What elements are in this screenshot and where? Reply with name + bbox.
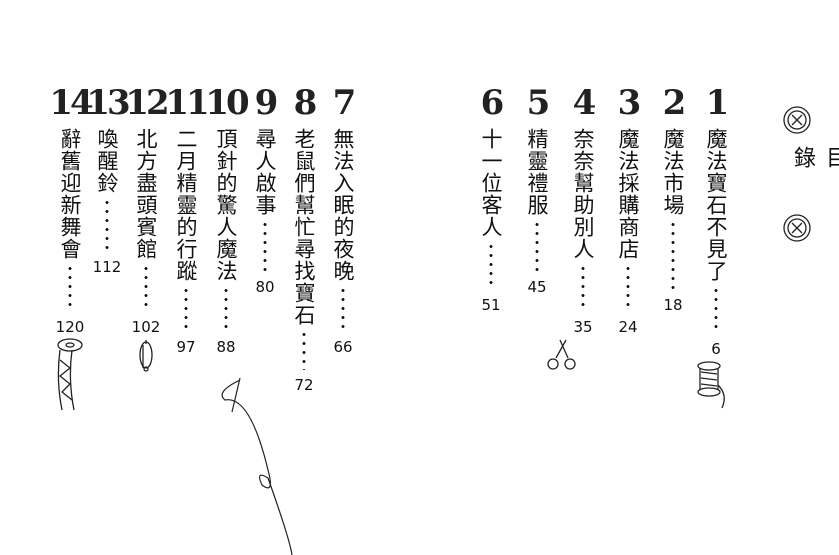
page-number: 120	[55, 318, 85, 336]
toc-entry-12[interactable]: 12 北方盡頭賓館 102	[125, 86, 169, 506]
page-number: 51	[481, 296, 501, 314]
safety-pin-icon	[139, 340, 153, 372]
chapter-number: 8	[293, 83, 318, 123]
page-number: 66	[333, 338, 353, 356]
page-number: 80	[255, 278, 275, 296]
chapter-title: 精靈禮服	[525, 128, 549, 216]
leader-dots	[581, 264, 585, 312]
chapter-number: 3	[617, 83, 642, 123]
toc-entry-8[interactable]: 8 老鼠們幫忙尋找寶石 72	[284, 86, 324, 506]
chapter-number: 1	[705, 83, 730, 123]
chapter-number: 7	[332, 83, 357, 123]
page-number: 112	[92, 258, 122, 276]
scissors-icon	[547, 339, 576, 370]
chapter-title: 魔法寶石不見了	[704, 128, 728, 282]
leader-dots	[535, 220, 539, 272]
chapter-title: 十一位客人	[479, 128, 503, 238]
leader-dots	[341, 286, 345, 332]
leader-dots	[144, 264, 148, 312]
chapter-title: 喚醒鈴	[95, 128, 119, 194]
toc-entry-10[interactable]: 10 頂針的驚人魔法 88	[205, 86, 249, 506]
toc-entry-5[interactable]: 5 精靈禮服 45	[517, 86, 557, 506]
leader-dots	[105, 198, 109, 252]
page-number: 102	[131, 318, 161, 336]
leader-dots	[302, 330, 306, 370]
chapter-title: 魔法採購商店	[616, 128, 640, 260]
thread-spool-icon	[697, 361, 725, 409]
chapter-number: 14	[49, 83, 93, 123]
leader-dots	[714, 286, 718, 334]
page-number: 18	[663, 296, 683, 314]
page-number: 97	[176, 338, 196, 356]
ribbon-spool-icon	[57, 338, 83, 411]
chapter-title: 魔法市場	[661, 128, 685, 216]
toc-entry-13[interactable]: 13 喚醒鈴 112	[86, 86, 130, 506]
toc-title: 目錄	[790, 146, 839, 180]
chapter-number: 2	[662, 83, 687, 123]
chapter-number: 11	[165, 83, 209, 123]
chapter-number: 10	[205, 83, 249, 123]
page-number: 35	[573, 318, 593, 336]
page-number: 88	[216, 338, 236, 356]
leader-dots	[224, 286, 228, 332]
chapter-number: 12	[125, 83, 169, 123]
toc-entry-1[interactable]: 1 魔法寶石不見了 6	[696, 86, 736, 506]
needle-and-thread-icon	[221, 377, 293, 555]
chapter-title: 無法入眠的夜晚	[331, 128, 355, 282]
leader-dots	[68, 264, 72, 312]
chapter-title: 老鼠們幫忙尋找寶石	[292, 128, 316, 326]
toc-entry-4[interactable]: 4 奈奈幫助別人 35	[563, 86, 603, 506]
chapter-title: 頂針的驚人魔法	[214, 128, 238, 282]
chapter-number: 13	[86, 83, 130, 123]
chapter-title: 辭舊迎新舞會	[58, 128, 82, 260]
toc-entry-14[interactable]: 14 辭舊迎新舞會 120	[49, 86, 93, 506]
toc-entry-6[interactable]: 6 十一位客人 51	[471, 86, 511, 506]
button-icon-top	[783, 106, 811, 134]
toc-entry-11[interactable]: 11 二月精靈的行蹤 97	[165, 86, 209, 506]
chapter-title: 奈奈幫助別人	[571, 128, 595, 260]
chapter-title: 二月精靈的行蹤	[174, 128, 198, 282]
chapter-title: 尋人啟事	[253, 128, 277, 216]
page-number: 6	[711, 340, 721, 358]
button-icon-bottom	[783, 214, 811, 242]
chapter-number: 6	[480, 83, 505, 123]
toc-entry-2[interactable]: 2 魔法市場 18	[653, 86, 693, 506]
toc-entry-3[interactable]: 3 魔法採購商店 24	[608, 86, 648, 506]
toc-entry-9[interactable]: 9 尋人啟事 80	[245, 86, 285, 506]
leader-dots	[671, 220, 675, 290]
chapter-number: 9	[254, 83, 279, 123]
chapter-number: 5	[526, 83, 551, 123]
page-number: 24	[618, 318, 638, 336]
toc-entry-7[interactable]: 7 無法入眠的夜晚 66	[323, 86, 363, 506]
leader-dots	[626, 264, 630, 312]
leader-dots	[184, 286, 188, 332]
page-number: 45	[527, 278, 547, 296]
leader-dots	[263, 220, 267, 272]
chapter-number: 4	[572, 83, 597, 123]
chapter-title: 北方盡頭賓館	[134, 128, 158, 260]
page-number: 72	[294, 376, 314, 394]
leader-dots	[489, 242, 493, 290]
